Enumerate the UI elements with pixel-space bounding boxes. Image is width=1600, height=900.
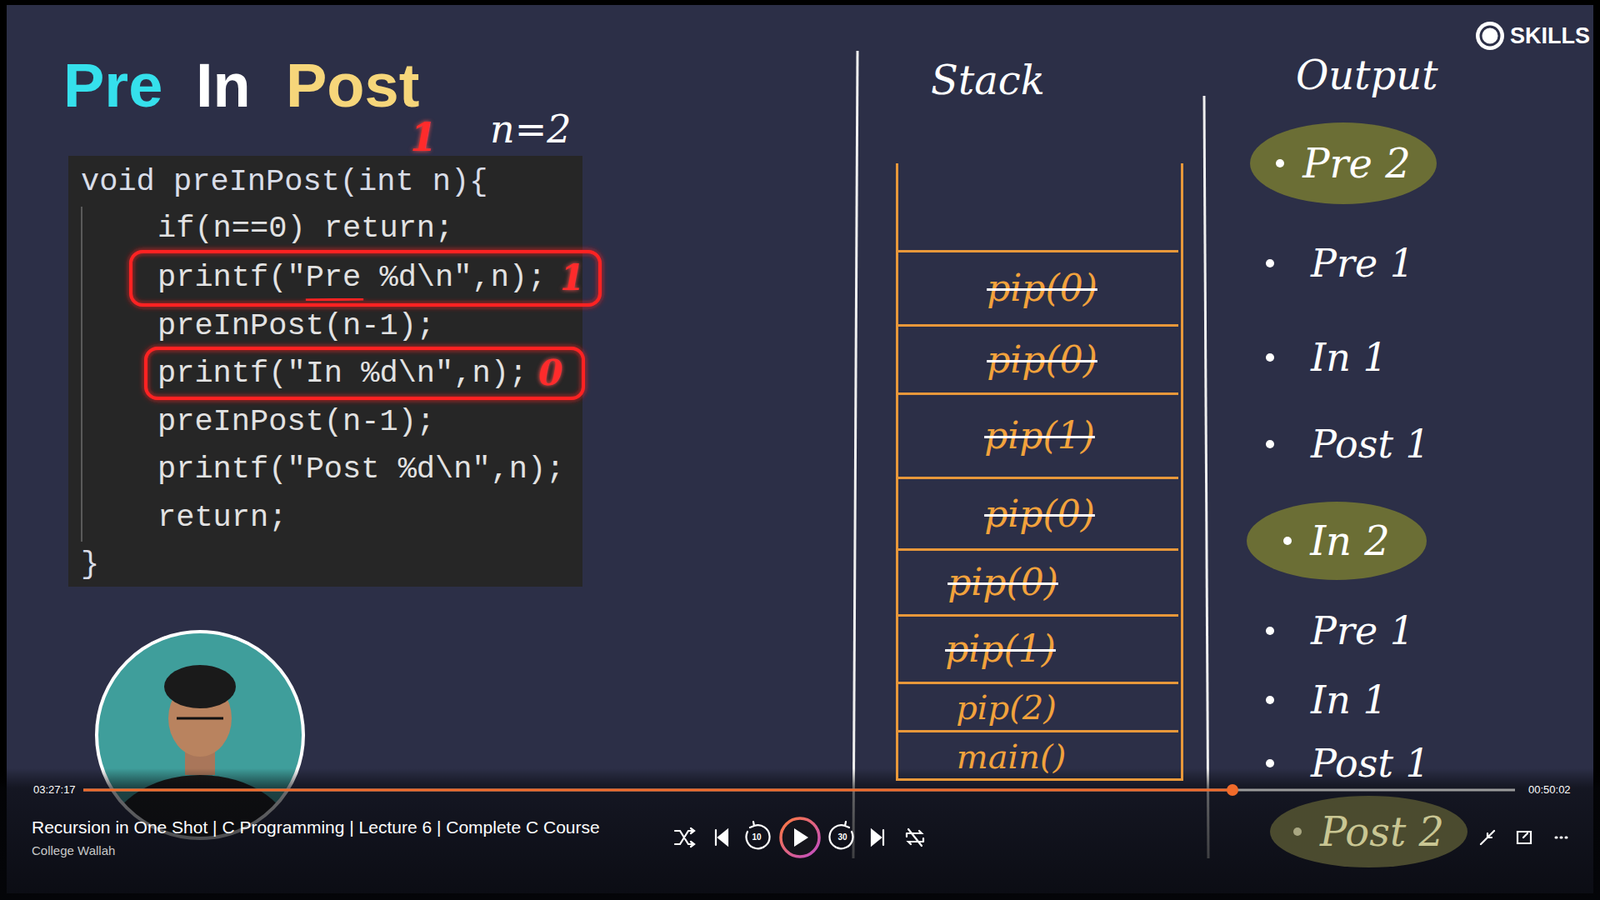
- title-word: Post: [285, 50, 420, 122]
- highlight-box: [145, 348, 584, 399]
- minimize-icon: [1480, 830, 1495, 845]
- logo-mark: [1480, 26, 1500, 45]
- output-highlight: In 2: [1246, 501, 1427, 580]
- brand-name: SKILLS: [1510, 22, 1590, 50]
- bullet: [1265, 259, 1275, 268]
- frame-label: pip(2): [955, 687, 1057, 728]
- code-line: }: [80, 545, 100, 583]
- stack-frame: pip(1): [895, 614, 1179, 682]
- next-icon: [871, 830, 884, 845]
- stack-frame: pip(1): [895, 392, 1179, 477]
- code-line: return;: [157, 499, 287, 536]
- title-word: Pre: [63, 50, 163, 122]
- stack-frame: pip(0): [895, 476, 1179, 549]
- rewind-icon: [746, 821, 770, 849]
- annotation: 1: [560, 257, 585, 300]
- stack-heading: Stack: [930, 56, 1045, 104]
- divider-line: [1204, 95, 1209, 859]
- presenter-hair: [164, 665, 236, 709]
- bullet: [1265, 440, 1275, 449]
- code-line: printf("Pre %d\n",n);: [157, 259, 546, 296]
- call-stack: Stackpip(0)pip(0)pip(1)pip(0)pip(0)pip(1…: [895, 163, 1184, 781]
- output-line: Pre 1: [1310, 607, 1415, 655]
- output-highlight: Post 2: [1270, 795, 1468, 868]
- skip-amount: 10: [751, 832, 761, 843]
- output-line: In 2: [1310, 517, 1390, 565]
- forward-icon: [829, 821, 853, 849]
- previous-icon: [715, 830, 728, 845]
- progress-played: [83, 789, 1233, 792]
- logo: [1475, 21, 1505, 50]
- divider-line: [853, 50, 858, 859]
- bullet: [1265, 626, 1275, 635]
- stack-frame: pip(0): [895, 250, 1179, 325]
- output-line: Pre 2: [1302, 140, 1410, 187]
- bullet: [1275, 159, 1285, 168]
- bullet: [1265, 695, 1275, 705]
- output-line: In 1: [1310, 676, 1388, 724]
- bullet: [1265, 353, 1275, 362]
- indent-guide: [80, 206, 83, 542]
- bullet: [1293, 827, 1302, 836]
- frame-label: pip(1): [945, 629, 1056, 670]
- output-line: Post 1: [1310, 420, 1430, 468]
- more-icon: [1555, 836, 1567, 840]
- total-time: 00:50:02: [1528, 782, 1571, 798]
- code-panel: [68, 155, 583, 587]
- play-button: [780, 818, 820, 857]
- stack-frame: pip(2): [895, 681, 1179, 730]
- stack-frame: pip(0): [895, 324, 1179, 393]
- play-icon: [794, 828, 809, 847]
- video-title: Recursion in One Shot | C Programming | …: [31, 816, 600, 839]
- annotation: n=2: [490, 106, 571, 152]
- frame-label: pip(0): [986, 268, 1098, 309]
- presenter-glasses: [176, 717, 224, 720]
- progress-knob: [1226, 784, 1239, 796]
- elapsed-time: 03:27:17: [33, 782, 76, 798]
- progress-track: [83, 789, 1515, 792]
- frame-label: pip(0): [986, 340, 1098, 380]
- output-line: In 1: [1310, 334, 1388, 381]
- output-highlight: Pre 2: [1250, 122, 1437, 205]
- frame-label: pip(0): [947, 562, 1059, 603]
- shuffle-icon: [675, 828, 695, 847]
- title-word: In: [195, 50, 251, 122]
- code-line: preInPost(n-1);: [157, 307, 435, 345]
- channel-name: College Wallah: [31, 842, 115, 860]
- frame-label: main(): [956, 736, 1067, 777]
- code-line: if(n==0) return;: [157, 210, 454, 247]
- repeat-icon: [906, 829, 924, 846]
- stack-frame: main(): [895, 730, 1179, 781]
- highlight-box: [130, 251, 600, 305]
- output-line: Post 1: [1310, 740, 1430, 787]
- annotation: 1: [410, 116, 437, 159]
- column-heading: Output: [1295, 51, 1438, 99]
- annotation: 0: [538, 352, 563, 395]
- output-line: Post 2: [1320, 808, 1445, 855]
- control-bar: [0, 768, 1600, 900]
- code-line: void preInPost(int n){: [80, 163, 488, 200]
- logo-badge: [1475, 21, 1505, 50]
- code-line: preInPost(n-1);: [157, 403, 435, 440]
- underline-mark: [305, 299, 364, 300]
- code-line: printf("Post %d\n",n);: [157, 450, 565, 488]
- window-icon: [1517, 831, 1531, 844]
- bullet: [1265, 759, 1275, 768]
- frame-label: pip(0): [984, 494, 1095, 535]
- code-panel: void preInPost(int n){ if(n==0) return; pr…: [68, 155, 583, 587]
- bullet: [1283, 536, 1292, 545]
- slide: [6, 5, 1594, 894]
- frame-label: pip(1): [984, 415, 1095, 456]
- stack-frame: pip(0): [895, 548, 1179, 615]
- output-line: Pre 1: [1310, 240, 1415, 287]
- skip-amount: 30: [837, 832, 847, 843]
- code-line: printf("In %d\n",n);: [157, 355, 528, 392]
